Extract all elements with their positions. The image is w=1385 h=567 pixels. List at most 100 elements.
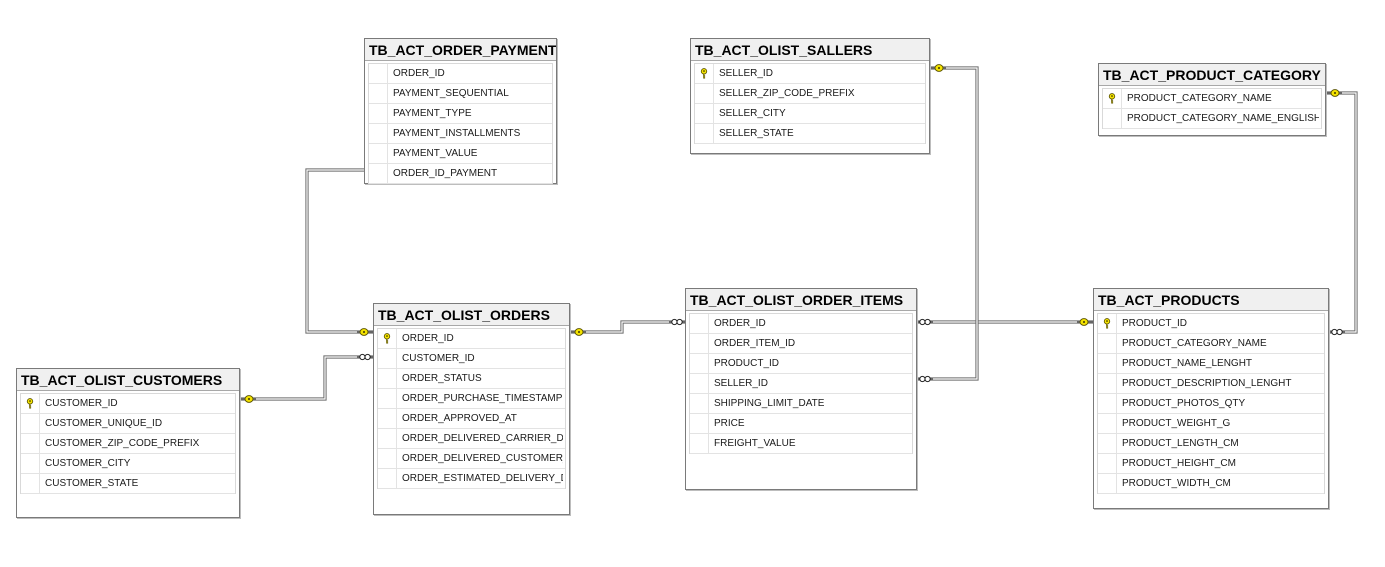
relationship-connector[interactable] — [917, 318, 1093, 326]
column-name: ORDER_STATUS — [402, 373, 482, 384]
column-row[interactable]: ORDER_STATUS — [378, 369, 565, 389]
row-selector — [21, 434, 40, 453]
row-selector — [21, 454, 40, 473]
column-name: PRODUCT_ID — [1122, 318, 1188, 329]
table-title[interactable]: TB_ACT_OLIST_CUSTOMERS — [17, 369, 239, 391]
relationship-connector[interactable] — [1326, 89, 1358, 336]
row-selector — [690, 354, 709, 373]
column-row[interactable]: ORDER_APPROVED_AT — [378, 409, 565, 429]
row-selector — [1098, 334, 1117, 353]
column-row[interactable]: PRODUCT_DESCRIPTION_LENGHT — [1098, 374, 1324, 394]
row-selector — [1098, 354, 1117, 373]
column-row[interactable]: PAYMENT_TYPE — [369, 104, 552, 124]
column-row[interactable]: FREIGHT_VALUE — [690, 434, 912, 454]
column-row[interactable]: PAYMENT_INSTALLMENTS — [369, 124, 552, 144]
column-row[interactable]: PRODUCT_PHOTOS_QTY — [1098, 394, 1324, 414]
column-name: PRODUCT_CATEGORY_NAME — [1122, 338, 1267, 349]
column-name: PRICE — [714, 418, 745, 429]
column-row[interactable]: PRODUCT_HEIGHT_CM — [1098, 454, 1324, 474]
column-row[interactable]: ORDER_ID — [378, 329, 565, 349]
column-row[interactable]: ORDER_ITEM_ID — [690, 334, 912, 354]
column-row[interactable]: CUSTOMER_ID — [378, 349, 565, 369]
column-row[interactable]: SELLER_ID — [690, 374, 912, 394]
table-product-category[interactable]: TB_ACT_PRODUCT_CATEGORY PRODUCT_CATEGORY_… — [1098, 63, 1326, 136]
column-name: PRODUCT_DESCRIPTION_LENGHT — [1122, 378, 1292, 389]
column-row[interactable]: CUSTOMER_CITY — [21, 454, 235, 474]
column-row[interactable]: PRODUCT_LENGTH_CM — [1098, 434, 1324, 454]
row-selector — [1103, 89, 1122, 108]
relationship-connector[interactable] — [917, 64, 979, 383]
column-name: ORDER_ID — [393, 68, 445, 79]
column-row[interactable]: CUSTOMER_ZIP_CODE_PREFIX — [21, 434, 235, 454]
row-selector — [378, 369, 397, 388]
table-title[interactable]: TB_ACT_OLIST_ORDERS — [374, 304, 569, 326]
column-row[interactable]: ORDER_ID_PAYMENT — [369, 164, 552, 184]
column-row[interactable]: SELLER_ID — [695, 64, 925, 84]
relationship-connector[interactable] — [570, 318, 685, 336]
row-selector — [369, 164, 388, 183]
column-row[interactable]: ORDER_ID — [690, 314, 912, 334]
table-olist-sallers[interactable]: TB_ACT_OLIST_SALLERS SELLER_ID SELLER_ZIP_… — [690, 38, 930, 154]
column-name: PRODUCT_WEIGHT_G — [1122, 418, 1231, 429]
column-name: SELLER_ZIP_CODE_PREFIX — [719, 88, 855, 99]
column-name: PRODUCT_WIDTH_CM — [1122, 478, 1231, 489]
column-list: PRODUCT_ID PRODUCT_CATEGORY_NAME PRODUCT_N… — [1097, 313, 1325, 494]
row-selector — [695, 104, 714, 123]
column-name: SELLER_CITY — [719, 108, 786, 119]
key-icon — [26, 398, 34, 409]
column-name: CUSTOMER_CITY — [45, 458, 131, 469]
column-row[interactable]: SHIPPING_LIMIT_DATE — [690, 394, 912, 414]
column-name: ORDER_DELIVERED_CUSTOMER_D... — [402, 453, 563, 464]
column-name: SELLER_ID — [719, 68, 773, 79]
column-row[interactable]: PRODUCT_WIDTH_CM — [1098, 474, 1324, 494]
table-olist-order-items[interactable]: TB_ACT_OLIST_ORDER_ITEMS ORDER_ID ORDER_IT… — [685, 288, 917, 490]
column-name: PAYMENT_VALUE — [393, 148, 478, 159]
row-selector — [690, 414, 709, 433]
column-row[interactable]: PRODUCT_CATEGORY_NAME — [1103, 89, 1321, 109]
column-row[interactable]: ORDER_PURCHASE_TIMESTAMP — [378, 389, 565, 409]
column-row[interactable]: CUSTOMER_ID — [21, 394, 235, 414]
table-title[interactable]: TB_ACT_PRODUCTS — [1094, 289, 1328, 311]
column-row[interactable]: PRODUCT_CATEGORY_NAME — [1098, 334, 1324, 354]
column-row[interactable]: PAYMENT_SEQUENTIAL — [369, 84, 552, 104]
column-row[interactable]: CUSTOMER_UNIQUE_ID — [21, 414, 235, 434]
column-row[interactable]: PRODUCT_ID — [690, 354, 912, 374]
column-row[interactable]: ORDER_ESTIMATED_DELIVERY_DA... — [378, 469, 565, 489]
column-row[interactable]: SELLER_STATE — [695, 124, 925, 144]
table-products[interactable]: TB_ACT_PRODUCTS PRODUCT_ID PRODUCT_CATEGOR… — [1093, 288, 1329, 509]
column-row[interactable]: PRICE — [690, 414, 912, 434]
row-selector — [690, 434, 709, 453]
table-title[interactable]: TB_ACT_ORDER_PAYMENTS — [365, 39, 556, 61]
column-name: ORDER_ID — [714, 318, 766, 329]
relationship-connector[interactable] — [240, 353, 373, 403]
column-list: SELLER_ID SELLER_ZIP_CODE_PREFIX SELLER_CI… — [694, 63, 926, 144]
row-selector — [1098, 394, 1117, 413]
column-row[interactable]: ORDER_DELIVERED_CARRIER_DATE — [378, 429, 565, 449]
infinity-end-icon — [917, 375, 933, 383]
column-name: ORDER_ESTIMATED_DELIVERY_DA... — [402, 473, 563, 484]
column-row[interactable]: CUSTOMER_STATE — [21, 474, 235, 494]
row-selector — [21, 474, 40, 493]
column-row[interactable]: SELLER_ZIP_CODE_PREFIX — [695, 84, 925, 104]
relationship-connector[interactable] — [305, 166, 380, 336]
column-row[interactable]: PRODUCT_WEIGHT_G — [1098, 414, 1324, 434]
row-selector — [690, 314, 709, 333]
column-name: PAYMENT_SEQUENTIAL — [393, 88, 509, 99]
table-title[interactable]: TB_ACT_OLIST_SALLERS — [691, 39, 929, 61]
column-row[interactable]: PAYMENT_VALUE — [369, 144, 552, 164]
column-name: PRODUCT_CATEGORY_NAME_ENGLISH — [1127, 113, 1319, 124]
column-row[interactable]: SELLER_CITY — [695, 104, 925, 124]
column-row[interactable]: PRODUCT_CATEGORY_NAME_ENGLISH — [1103, 109, 1321, 129]
table-title[interactable]: TB_ACT_PRODUCT_CATEGORY — [1099, 64, 1325, 86]
row-selector — [369, 64, 388, 83]
table-title[interactable]: TB_ACT_OLIST_ORDER_ITEMS — [686, 289, 916, 311]
column-row[interactable]: ORDER_ID — [369, 64, 552, 84]
column-row[interactable]: PRODUCT_ID — [1098, 314, 1324, 334]
table-order-payments[interactable]: TB_ACT_ORDER_PAYMENTS ORDER_ID PAYMENT_SEQ… — [364, 38, 557, 184]
column-name: ORDER_PURCHASE_TIMESTAMP — [402, 393, 563, 404]
column-row[interactable]: PRODUCT_NAME_LENGHT — [1098, 354, 1324, 374]
column-row[interactable]: ORDER_DELIVERED_CUSTOMER_D... — [378, 449, 565, 469]
